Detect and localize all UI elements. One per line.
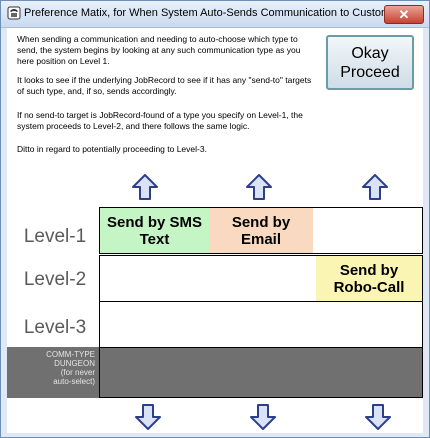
comm-type-dungeon-row[interactable]: [99, 347, 423, 398]
robo-chip-line2: Robo-Call: [333, 278, 405, 296]
send-by-email-chip[interactable]: Send by Email: [209, 208, 313, 253]
okay-proceed-button[interactable]: Okay Proceed: [326, 35, 414, 90]
robo-chip-line1: Send by: [339, 261, 399, 279]
level-1-label: Level-1: [23, 226, 87, 247]
email-chip-line2: Email: [240, 230, 282, 248]
level-1-row[interactable]: Send by SMS Text Send by Email: [99, 207, 423, 254]
up-arrow-icon[interactable]: [246, 174, 272, 200]
close-icon[interactable]: ✕: [398, 7, 410, 22]
close-button[interactable]: ✕: [384, 5, 424, 24]
comm-type-dungeon-label: COMM-TYPE DUNGEON (for never auto-select…: [7, 347, 99, 398]
level-2-row[interactable]: Send by Robo-Call: [99, 255, 423, 302]
instruction-paragraph-3: If no send-to target is JobRecord-found …: [17, 110, 303, 131]
proceed-label: Proceed: [340, 63, 400, 81]
dungeon-line4: auto-select): [53, 377, 95, 386]
okay-label: Okay: [351, 44, 389, 62]
level-3-label: Level-3: [23, 317, 87, 338]
title-bar: Preference Matix, for When System Auto-S…: [1, 1, 429, 28]
down-arrow-icon[interactable]: [365, 404, 391, 430]
dungeon-line1: COMM-TYPE: [46, 350, 95, 359]
level-3-row[interactable]: [99, 301, 423, 348]
sms-chip-line1: Send by SMS: [106, 213, 203, 231]
instruction-paragraph-2: It looks to see if the underlying JobRec…: [17, 75, 312, 96]
send-by-robo-call-chip[interactable]: Send by Robo-Call: [316, 256, 422, 301]
up-arrow-icon[interactable]: [132, 174, 158, 200]
email-chip-line1: Send by: [231, 213, 291, 231]
send-by-sms-chip[interactable]: Send by SMS Text: [100, 208, 209, 253]
instruction-paragraph-4: Ditto in regard to potentially proceedin…: [17, 144, 207, 154]
sms-chip-line2: Text: [139, 230, 170, 248]
dungeon-line2: DUNGEON: [54, 359, 95, 368]
level-2-label: Level-2: [23, 269, 87, 290]
dungeon-line3: (for never: [60, 368, 95, 377]
telephone-icon: [7, 6, 21, 20]
down-arrow-icon[interactable]: [135, 404, 161, 430]
window-title: Preference Matix, for When System Auto-S…: [24, 7, 406, 19]
instruction-paragraph-1: When sending a communication and needing…: [17, 34, 301, 66]
down-arrow-icon[interactable]: [250, 404, 276, 430]
up-arrow-icon[interactable]: [362, 174, 388, 200]
